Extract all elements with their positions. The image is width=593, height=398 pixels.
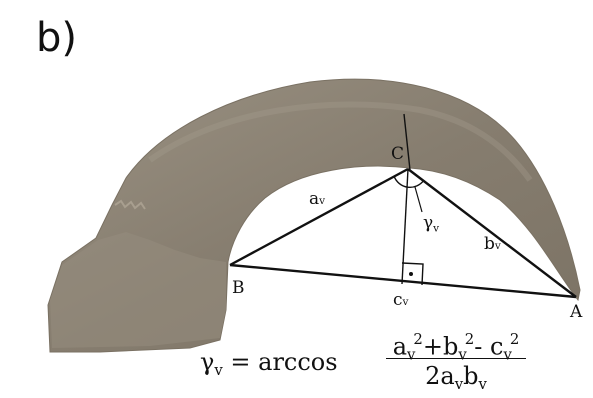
den-a: a (440, 362, 455, 390)
num-b-sup: 2 (464, 330, 475, 348)
right-angle-dot (409, 272, 413, 276)
triangle (229, 167, 577, 299)
num-minus: - (474, 332, 490, 361)
right-angle-marker (401, 262, 424, 286)
formula: γv = arccos av2+bv2- cv2 2avbv (200, 322, 530, 394)
side-a-line (229, 167, 409, 267)
num-c: c (489, 332, 504, 361)
num-a-sup: 2 (413, 330, 423, 348)
formula-denominator: 2avbv (386, 361, 526, 394)
num-a: a (392, 332, 407, 361)
den-coef: 2 (425, 362, 441, 390)
gamma-sub: v (433, 222, 440, 235)
point-label-b: B (232, 278, 245, 298)
point-label-c: C (391, 144, 405, 164)
side-c-line (229, 263, 577, 299)
extension-line (403, 113, 411, 171)
panel-label: b) (36, 15, 77, 61)
num-a-sub: v (407, 345, 416, 364)
den-b-sub: v (478, 375, 487, 394)
num-plus: + (422, 332, 443, 361)
den-b: b (463, 362, 479, 390)
gamma-pointer (414, 186, 423, 213)
formula-equals-arccos: = arccos (230, 348, 338, 376)
claw-serrations (114, 199, 146, 210)
angle-label-gamma: γv (423, 215, 439, 234)
gamma-symbol: γ (423, 213, 434, 233)
num-c-sup: 2 (509, 330, 520, 348)
angle-arc-gamma (393, 175, 425, 189)
side-a-sub: v (319, 195, 326, 207)
claw-base-texture (50, 232, 226, 348)
formula-lhs: γv = arccos (200, 348, 338, 379)
side-a-letter: a (309, 189, 320, 209)
formula-numerator: av2+bv2- cv2 (386, 322, 526, 364)
den-a-sub: v (454, 375, 464, 394)
side-b-line (407, 168, 577, 298)
formula-gamma-sub: v (214, 361, 223, 380)
side-c-letter: c (393, 290, 403, 310)
side-b-letter: b (484, 234, 495, 254)
side-c-sub: v (402, 296, 409, 308)
num-c-sub: v (503, 345, 512, 364)
point-label-a: A (570, 302, 583, 322)
num-b-sub: v (458, 345, 467, 364)
num-b: b (442, 332, 459, 361)
formula-fraction: av2+bv2- cv2 2avbv (386, 322, 526, 394)
formula-gamma: γ (200, 348, 215, 376)
claw-highlight (148, 101, 533, 182)
altitude-line (401, 168, 409, 285)
side-b-sub: v (494, 240, 501, 252)
fraction-bar (386, 358, 526, 359)
